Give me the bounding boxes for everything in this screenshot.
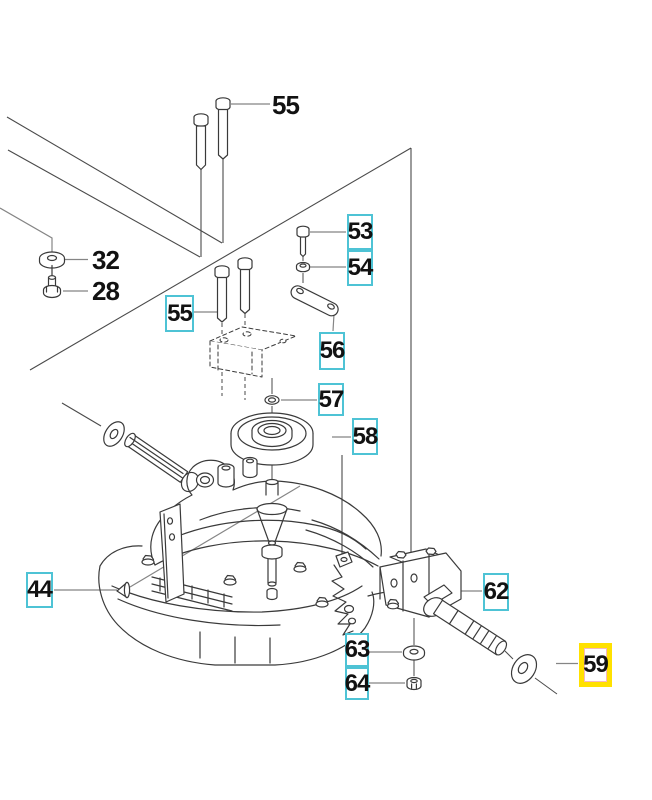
right-axle-shaft xyxy=(433,599,508,656)
washer-32 xyxy=(38,251,66,278)
label-55-plain: 55 xyxy=(272,90,300,120)
label-32-plain: 32 xyxy=(92,245,120,275)
callout-56[interactable]: 56 xyxy=(319,332,345,370)
callout-53[interactable]: 53 xyxy=(347,214,373,250)
bolt-28 xyxy=(42,275,62,299)
callout-63[interactable]: 63 xyxy=(345,633,370,667)
leader-lines xyxy=(0,103,578,684)
left-axle-shaft xyxy=(124,432,200,493)
plug-44 xyxy=(116,581,131,599)
bolt-55-mid-left xyxy=(214,265,230,323)
callout-55[interactable]: 55 xyxy=(165,295,194,332)
left-axle-washer xyxy=(103,421,125,447)
retaining-ring-57 xyxy=(264,395,280,405)
washer-54 xyxy=(295,261,311,273)
callout-44[interactable]: 44 xyxy=(26,572,53,608)
callout-58[interactable]: 58 xyxy=(352,418,378,455)
callout-54[interactable]: 54 xyxy=(347,250,373,286)
bolt-55-top-left xyxy=(193,113,209,171)
bolt-53 xyxy=(296,225,310,258)
link-plate-56 xyxy=(290,285,339,317)
bolt-55-mid-right xyxy=(237,257,253,315)
right-axle-housing-62 xyxy=(367,547,462,618)
nut-64 xyxy=(406,676,422,691)
mounting-bracket-hidden xyxy=(209,326,297,378)
transmission-housing xyxy=(98,456,382,666)
case-bolts xyxy=(141,554,329,608)
callout-64[interactable]: 64 xyxy=(345,667,370,700)
callout-62[interactable]: 62 xyxy=(483,573,509,611)
washer-63 xyxy=(402,645,426,661)
callout-57[interactable]: 57 xyxy=(318,383,344,416)
label-28-plain: 28 xyxy=(92,276,120,306)
callout-59-highlighted[interactable]: 59 xyxy=(579,643,612,687)
frame-lines xyxy=(6,116,412,577)
washer-59 xyxy=(510,654,538,684)
bolt-55-top-right xyxy=(215,97,231,160)
pulley-58 xyxy=(230,412,314,466)
